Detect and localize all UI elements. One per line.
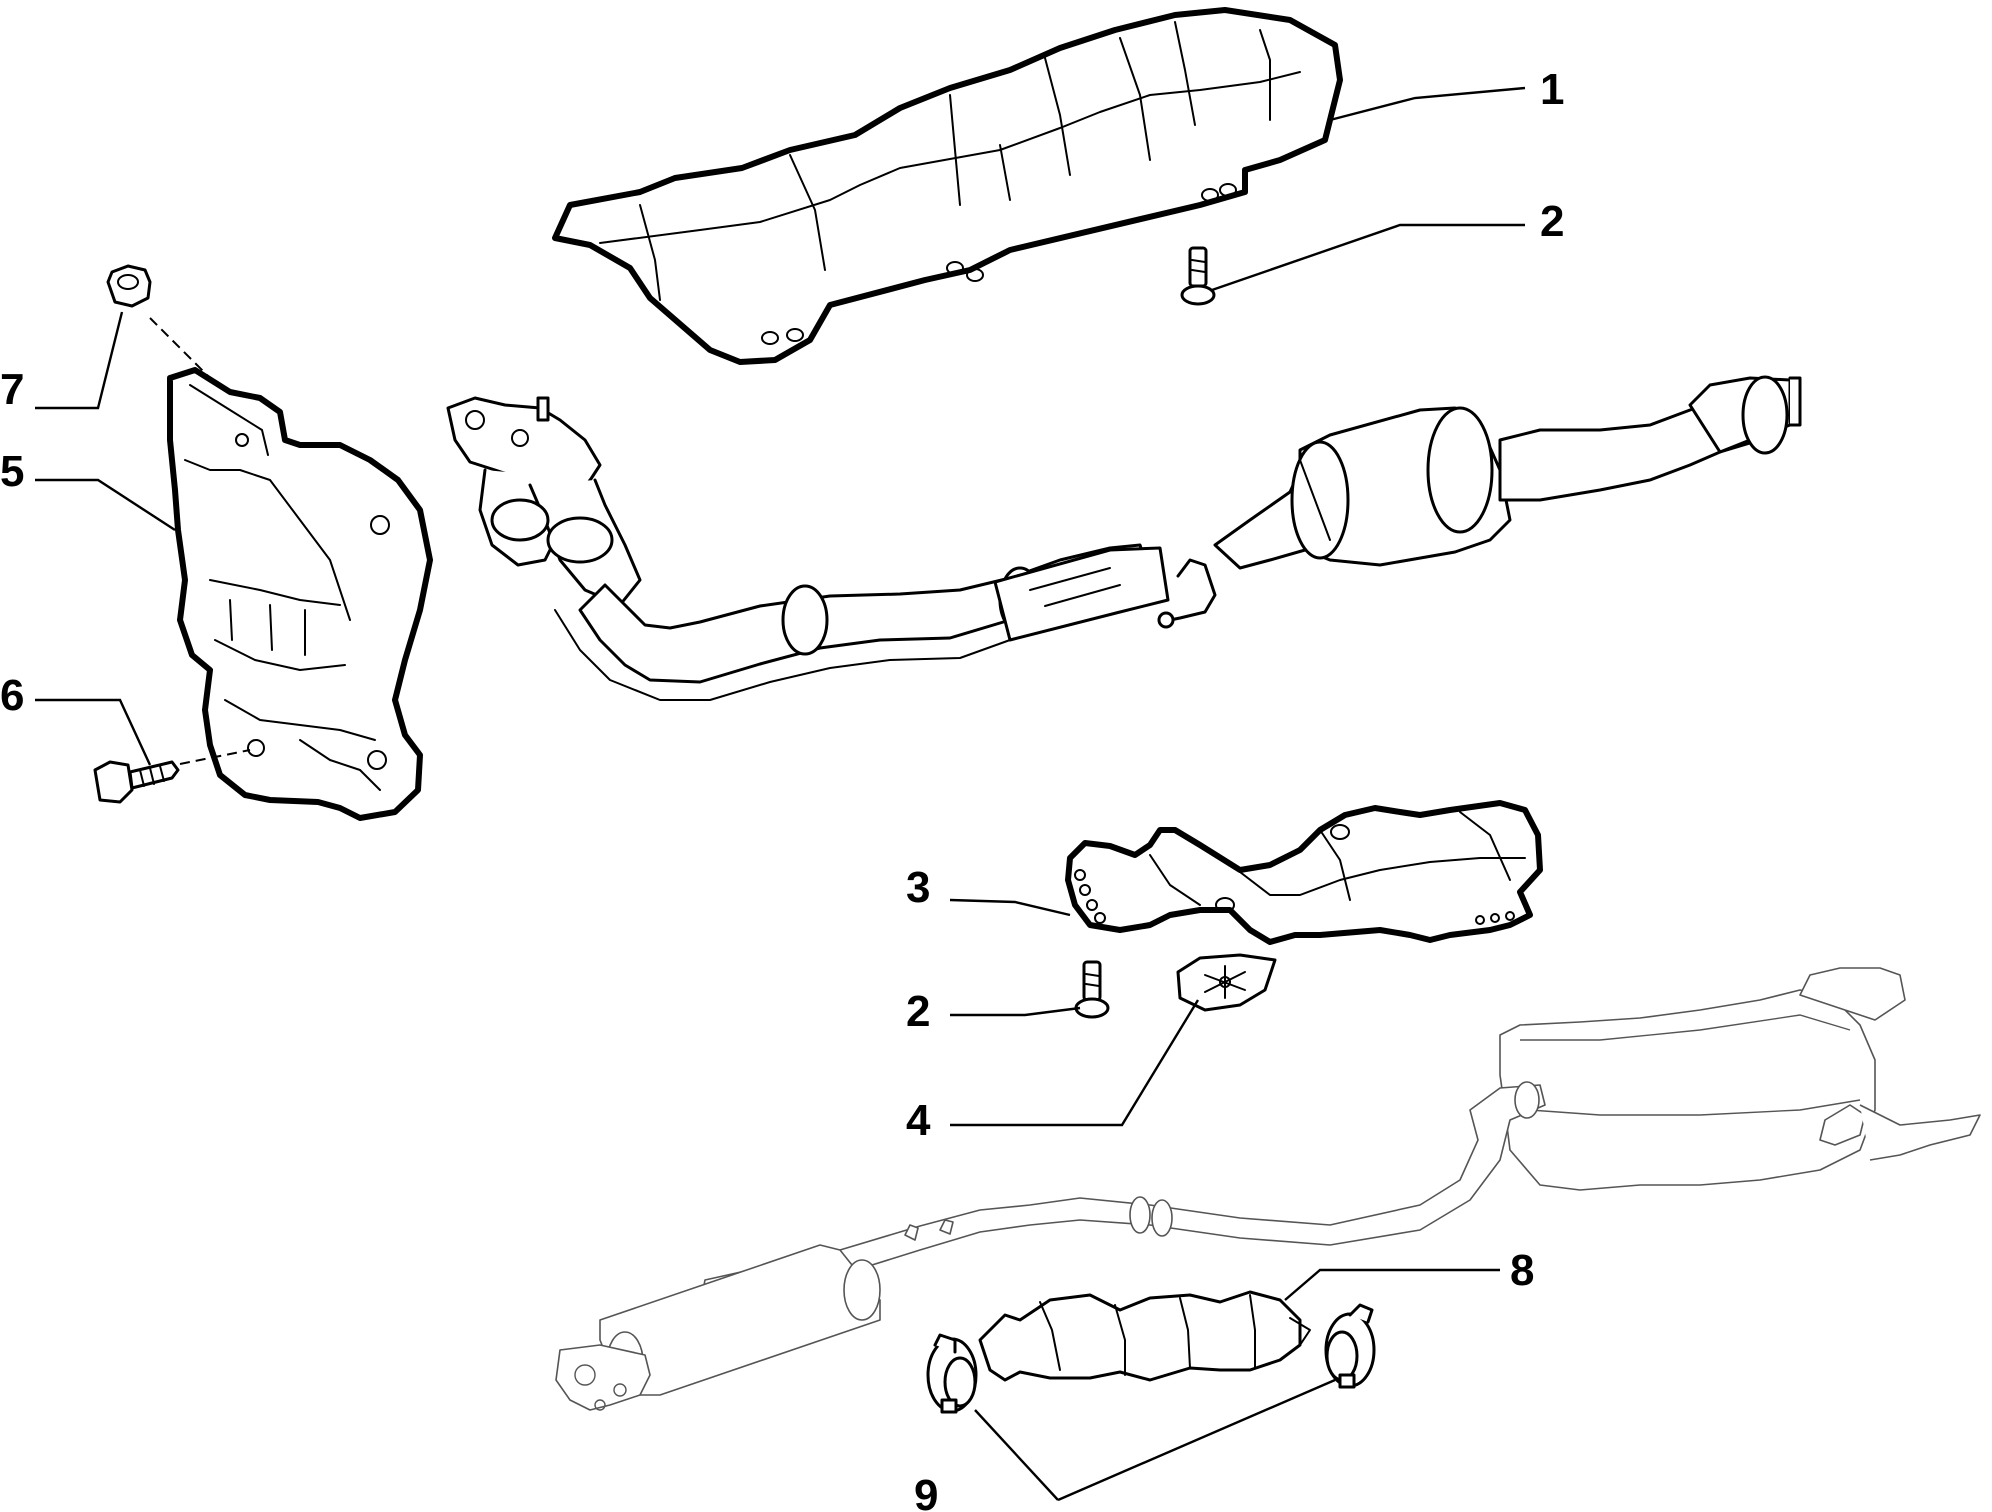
callout-2-upper: 2 <box>1540 197 1564 246</box>
leader-4 <box>950 999 1200 1127</box>
leader-9b <box>1057 1378 1336 1502</box>
assembly-line-nut <box>149 317 211 379</box>
callout-7: 7 <box>0 365 24 414</box>
assembly-line-screw <box>179 749 251 765</box>
callout-labels: 1 2 7 5 6 3 2 4 8 9 <box>0 65 1564 1512</box>
leader-1 <box>1329 86 1526 122</box>
callout-1: 1 <box>1540 65 1564 114</box>
callout-9: 9 <box>914 1471 938 1512</box>
upper-bolt <box>1180 246 1216 306</box>
nut <box>106 264 152 308</box>
callout-4: 4 <box>906 1096 931 1145</box>
leader-5 <box>35 478 176 532</box>
middle-heat-shield <box>1065 800 1543 945</box>
leader-3 <box>949 898 1071 917</box>
screw <box>93 760 180 804</box>
leader-7 <box>35 311 124 410</box>
callout-3: 3 <box>906 863 930 912</box>
leader-6 <box>35 698 152 766</box>
leader-2a <box>1211 223 1525 292</box>
flexible-joint <box>978 1290 1311 1382</box>
leader-8 <box>1284 1268 1500 1301</box>
callout-8: 8 <box>1510 1246 1534 1295</box>
callout-6: 6 <box>0 671 24 720</box>
leader-2b <box>950 1006 1081 1017</box>
gasket-plate <box>1176 953 1277 1012</box>
manifold-heat-shield <box>167 367 433 821</box>
leader-9a <box>974 1409 1059 1501</box>
callout-2-lower: 2 <box>906 987 930 1036</box>
callout-5: 5 <box>0 447 24 496</box>
pipe-clamp-left <box>926 1333 978 1414</box>
upper-heat-shield <box>552 7 1343 365</box>
front-pipe-catalytic-converter <box>446 375 1802 701</box>
leader-lines <box>35 86 1526 1502</box>
pipe-clamp-right <box>1324 1303 1376 1389</box>
lower-bolt <box>1074 960 1110 1019</box>
rear-silencer-system <box>555 967 1981 1411</box>
